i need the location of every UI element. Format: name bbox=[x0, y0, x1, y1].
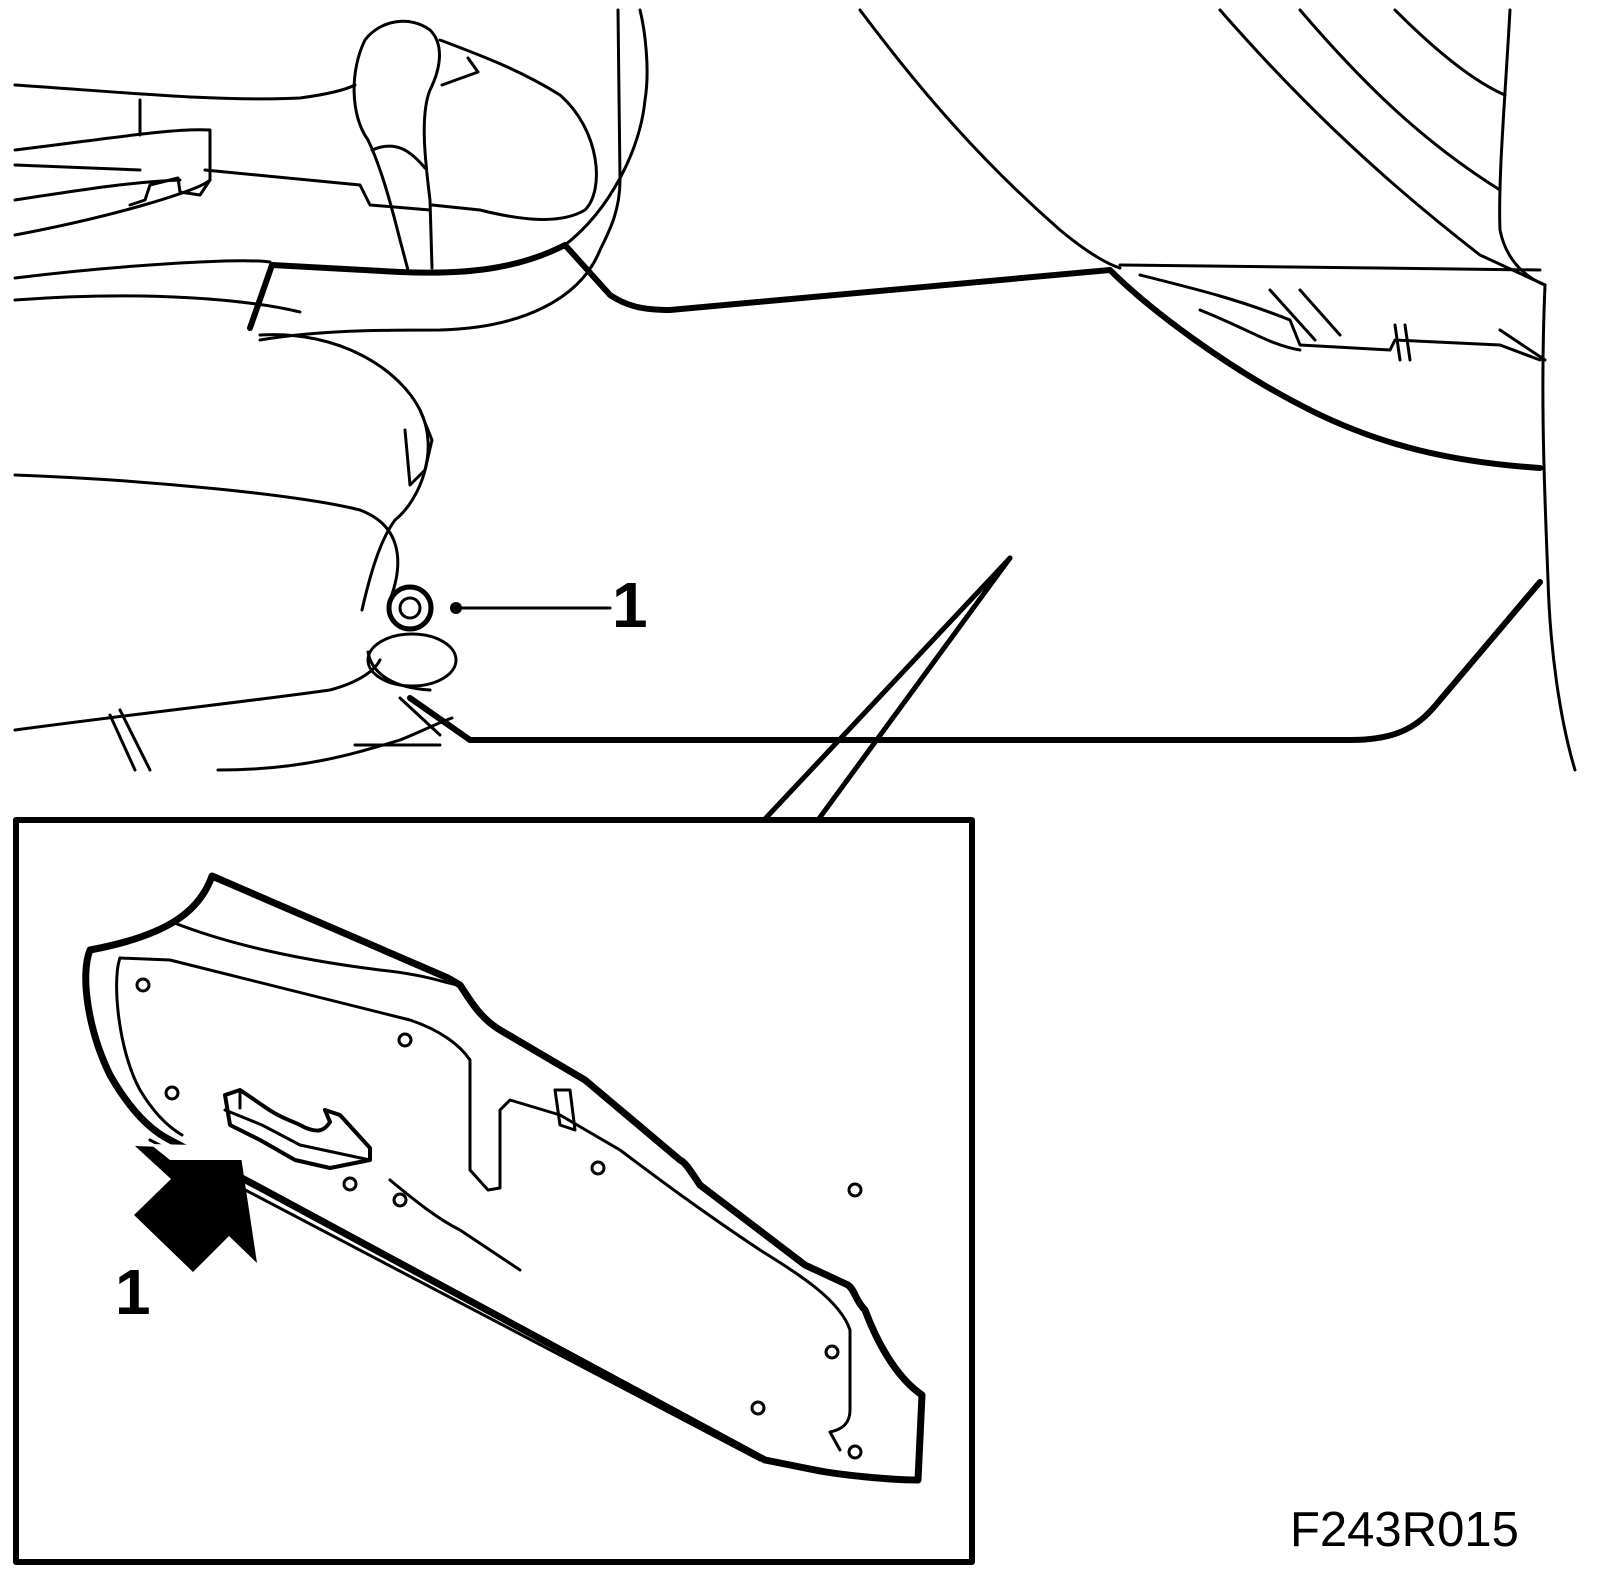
seat bbox=[13, 333, 454, 772]
inset-view bbox=[82, 872, 926, 1484]
figure-code: F243R015 bbox=[1290, 1503, 1519, 1557]
trim-panel-outline bbox=[82, 872, 926, 1484]
console-curve bbox=[258, 8, 622, 342]
right-panel bbox=[858, 8, 1577, 772]
center-console bbox=[13, 83, 432, 314]
gear-lever bbox=[352, 19, 598, 272]
callout-leader-main bbox=[450, 602, 612, 614]
main-view bbox=[13, 8, 1577, 823]
floor-outline bbox=[407, 579, 1543, 743]
clip-bracket bbox=[223, 1088, 577, 1170]
callout-label-inset: 1 bbox=[115, 1256, 151, 1328]
inset-connector bbox=[761, 555, 1013, 823]
arrow-icon bbox=[134, 1144, 257, 1272]
tunnel-outline bbox=[247, 242, 1543, 471]
fastener-icon bbox=[366, 584, 458, 692]
callout-label-main: 1 bbox=[612, 569, 648, 641]
tunnel-side-line bbox=[563, 8, 649, 247]
screw-holes bbox=[135, 977, 863, 1460]
